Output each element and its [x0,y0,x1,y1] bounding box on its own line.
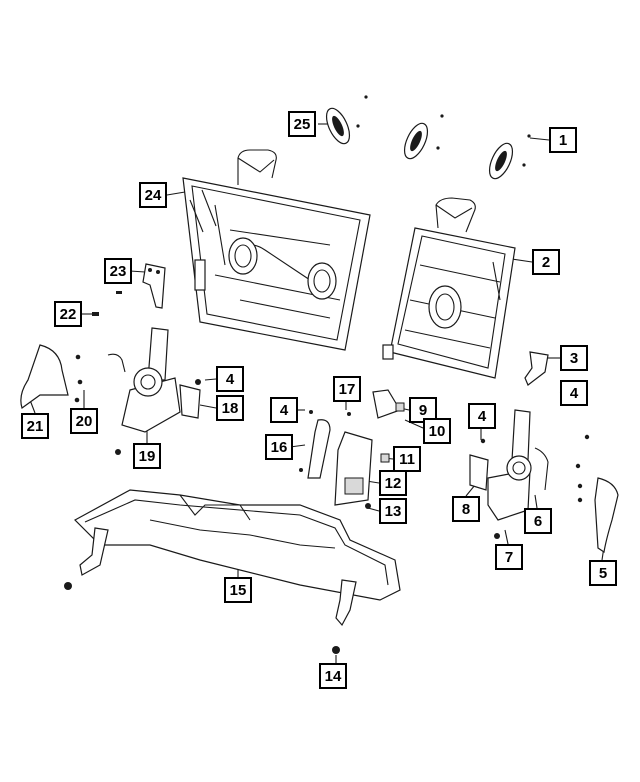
callout-21: 21 [21,413,49,439]
callout-13: 13 [379,498,407,524]
callout-3: 3 [560,345,588,371]
callout-4: 4 [270,397,298,423]
callout-15: 15 [224,577,252,603]
callout-20: 20 [70,408,98,434]
right-bezel [594,477,619,554]
callout-12: 12 [379,470,407,496]
left-bezel [20,344,69,409]
callout-14: 14 [319,663,347,689]
callout-22: 22 [54,301,82,327]
seal-grommets [325,95,531,180]
left-recliner-assembly [107,327,201,455]
right-recliner-assembly [469,409,549,539]
callout-8: 8 [452,496,480,522]
callout-6: 6 [524,508,552,534]
callout-11: 11 [393,446,421,472]
seat-base-frame [64,489,401,654]
callout-16: 16 [265,434,293,460]
callout-5: 5 [589,560,617,586]
left-small-parts [92,263,166,316]
screws-20 [74,354,83,403]
callout-1: 1 [549,127,577,153]
callout-10: 10 [423,418,451,444]
callout-2: 2 [532,249,560,275]
callout-19: 19 [133,443,161,469]
callout-23: 23 [104,258,132,284]
callout-4: 4 [468,403,496,429]
right-bracket [524,351,549,386]
callout-4: 4 [560,380,588,406]
right-seatback-frame [382,197,516,379]
callout-24: 24 [139,182,167,208]
callout-7: 7 [495,544,523,570]
callout-17: 17 [333,376,361,402]
callout-25: 25 [288,111,316,137]
screws-right [569,390,590,503]
center-hinge-parts [299,389,405,509]
callout-4: 4 [216,366,244,392]
callout-18: 18 [216,395,244,421]
left-seatback-frame [182,149,371,351]
